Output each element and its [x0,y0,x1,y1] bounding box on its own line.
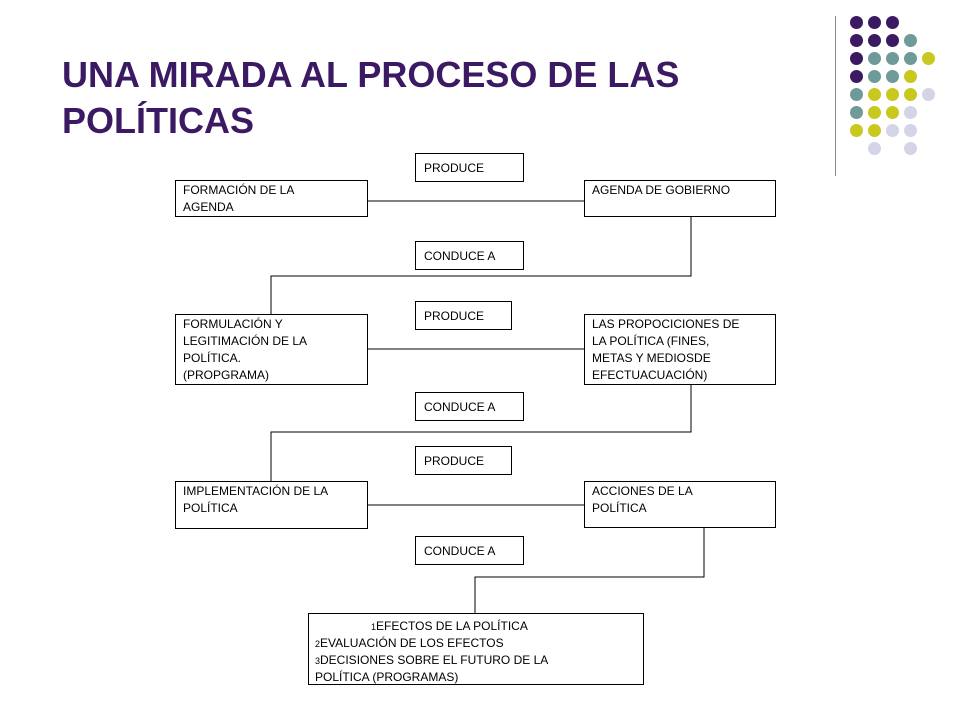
decorative-dot [868,70,881,83]
conduce-label-2-text: CONDUCE A [424,400,496,414]
formacion-line-2: AGENDA [183,200,234,214]
decorative-dot [868,88,881,101]
decorative-dot [850,106,863,119]
efectos-item-1-text: EFECTOS DE LA POLÍTICA [376,619,528,633]
formulacion-box: FORMULACIÓN Y LEGITIMACIÓN DE LA POLÍTIC… [175,314,368,385]
slide-title-line-2: POLÍTICAS [62,100,255,141]
decorative-dot [922,52,935,65]
connector-acciones-efectos [474,528,705,613]
formulacion-line-2: LEGITIMACIÓN DE LA [183,334,308,348]
efectos-item-2: 2EVALUACIÓN DE LOS EFECTOS [315,635,637,652]
decorative-dot [886,52,899,65]
implementacion-line-2: POLÍTICA [183,501,238,515]
produce-label-3: PRODUCE [415,446,512,475]
proposiciones-line-4: EFECTUACUACIÓN) [592,368,708,382]
produce-label-1: PRODUCE [415,153,524,182]
slide-title-line-1: UNA MIRADA AL PROCESO DE LAS [62,54,680,95]
agenda-line-1: AGENDA DE GOBIERNO [592,183,731,197]
decorative-dot [886,34,899,47]
decorative-dot [904,88,917,101]
implementacion-box: IMPLEMENTACIÓN DE LA POLÍTICA [175,481,368,529]
decorative-dot [922,88,935,101]
decorative-dot [850,70,863,83]
formacion-line-1: FORMACIÓN DE LA [183,183,295,197]
decorative-dot [886,88,899,101]
decorative-dot [886,124,899,137]
proposiciones-line-3: METAS Y MEDIOSDE [592,351,711,365]
decorative-dot [886,16,899,29]
agenda-gobierno-box: AGENDA DE GOBIERNO [584,180,776,217]
proposiciones-line-1: LAS PROPOCICIONES DE [592,317,740,331]
proposiciones-box: LAS PROPOCICIONES DE LA POLÍTICA (FINES,… [584,314,776,385]
efectos-box: 1EFECTOS DE LA POLÍTICA 2EVALUACIÓN DE L… [308,613,644,685]
efectos-item-2-text: EVALUACIÓN DE LOS EFECTOS [320,636,504,650]
conduce-label-1-text: CONDUCE A [424,249,496,263]
conduce-label-1: CONDUCE A [415,241,524,270]
formacion-agenda-box: FORMACIÓN DE LA AGENDA [175,180,368,217]
decorative-dot [868,16,881,29]
decorative-dot [850,52,863,65]
decorative-dot [904,52,917,65]
decorative-dot [850,34,863,47]
connector-proposiciones-implementacion [270,384,692,481]
decorative-dot [886,70,899,83]
efectos-item-2-number: 2 [315,639,321,649]
decorative-dot [850,88,863,101]
acciones-line-1: ACCIONES DE LA [592,484,693,498]
decorative-vertical-rule [835,16,836,176]
implementacion-line-1: IMPLEMENTACIÓN DE LA [183,484,329,498]
efectos-item-3: 3DECISIONES SOBRE EL FUTURO DE LA [315,652,637,669]
decorative-dot [868,142,881,155]
slide-title: UNA MIRADA AL PROCESO DE LAS POLÍTICAS [62,52,782,144]
efectos-item-3-text: DECISIONES SOBRE EL FUTURO DE LA [320,653,549,667]
decorative-dot [904,34,917,47]
decorative-dot [850,124,863,137]
produce-label-1-text: PRODUCE [424,161,485,175]
efectos-item-3-number: 3 [315,656,321,666]
produce-label-2-text: PRODUCE [424,309,485,323]
decorative-dot [904,124,917,137]
acciones-box: ACCIONES DE LA POLÍTICA [584,481,776,528]
decorative-dot [868,52,881,65]
conduce-label-3: CONDUCE A [415,536,524,565]
decorative-dot [868,34,881,47]
conduce-label-3-text: CONDUCE A [424,544,496,558]
efectos-item-1-number: 1 [371,622,377,632]
formulacion-line-1: FORMULACIÓN Y [183,317,283,331]
decorative-dot [904,106,917,119]
formulacion-line-3: POLÍTICA. [183,351,242,365]
decorative-dot [868,106,881,119]
produce-label-2: PRODUCE [415,301,512,330]
efectos-item-1: 1EFECTOS DE LA POLÍTICA [315,618,637,635]
decorative-dot [904,70,917,83]
proposiciones-line-2: LA POLÍTICA (FINES, [592,334,710,348]
connector-agenda-formulacion [270,217,692,314]
decorative-dot [850,16,863,29]
conduce-label-2: CONDUCE A [415,392,524,421]
produce-label-3-text: PRODUCE [424,454,485,468]
formulacion-line-4: (PROPGRAMA) [183,368,270,382]
decorative-dot [904,142,917,155]
decorative-dot [868,124,881,137]
efectos-continuation: POLÍTICA (PROGRAMAS) [315,670,459,684]
decorative-dot [886,106,899,119]
acciones-line-2: POLÍTICA [592,501,647,515]
